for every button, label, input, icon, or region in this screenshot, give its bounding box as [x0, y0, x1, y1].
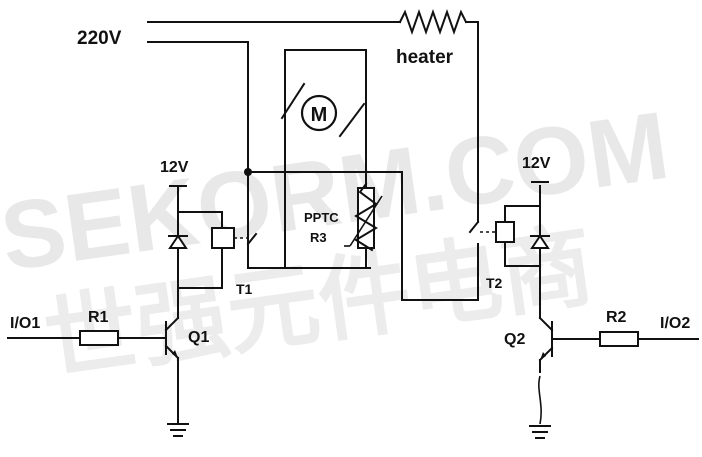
watermark: SEKORM.COM 世强元件电商 — [0, 92, 675, 393]
t2-label: T2 — [486, 275, 503, 291]
r1-label: R1 — [88, 309, 109, 326]
pptc-ref: R3 — [310, 230, 327, 245]
heater-label: heater — [396, 47, 454, 68]
vcc-right-label: 12V — [522, 155, 551, 172]
pptc-label: PPTC — [304, 210, 339, 225]
pptc-thermistor — [344, 182, 383, 252]
motor-symbol: M — [280, 82, 366, 138]
r2-label: R2 — [606, 309, 627, 326]
io2-label: I/O2 — [660, 315, 690, 332]
right-driver: 12V Q2 T2 R2 I/O2 — [468, 155, 699, 439]
t1-label: T1 — [236, 281, 253, 297]
left-driver: 12V I/O1 R1 Q1 T1 — [7, 159, 258, 437]
q2-label: Q2 — [504, 331, 525, 348]
vcc-left-label: 12V — [160, 159, 189, 176]
io1-label: I/O1 — [10, 315, 40, 332]
q1-label: Q1 — [188, 329, 209, 346]
heater-resistor — [398, 8, 468, 36]
junction-dot — [244, 168, 252, 176]
motor-label: M — [311, 104, 328, 126]
supply-label: 220V — [77, 28, 122, 49]
